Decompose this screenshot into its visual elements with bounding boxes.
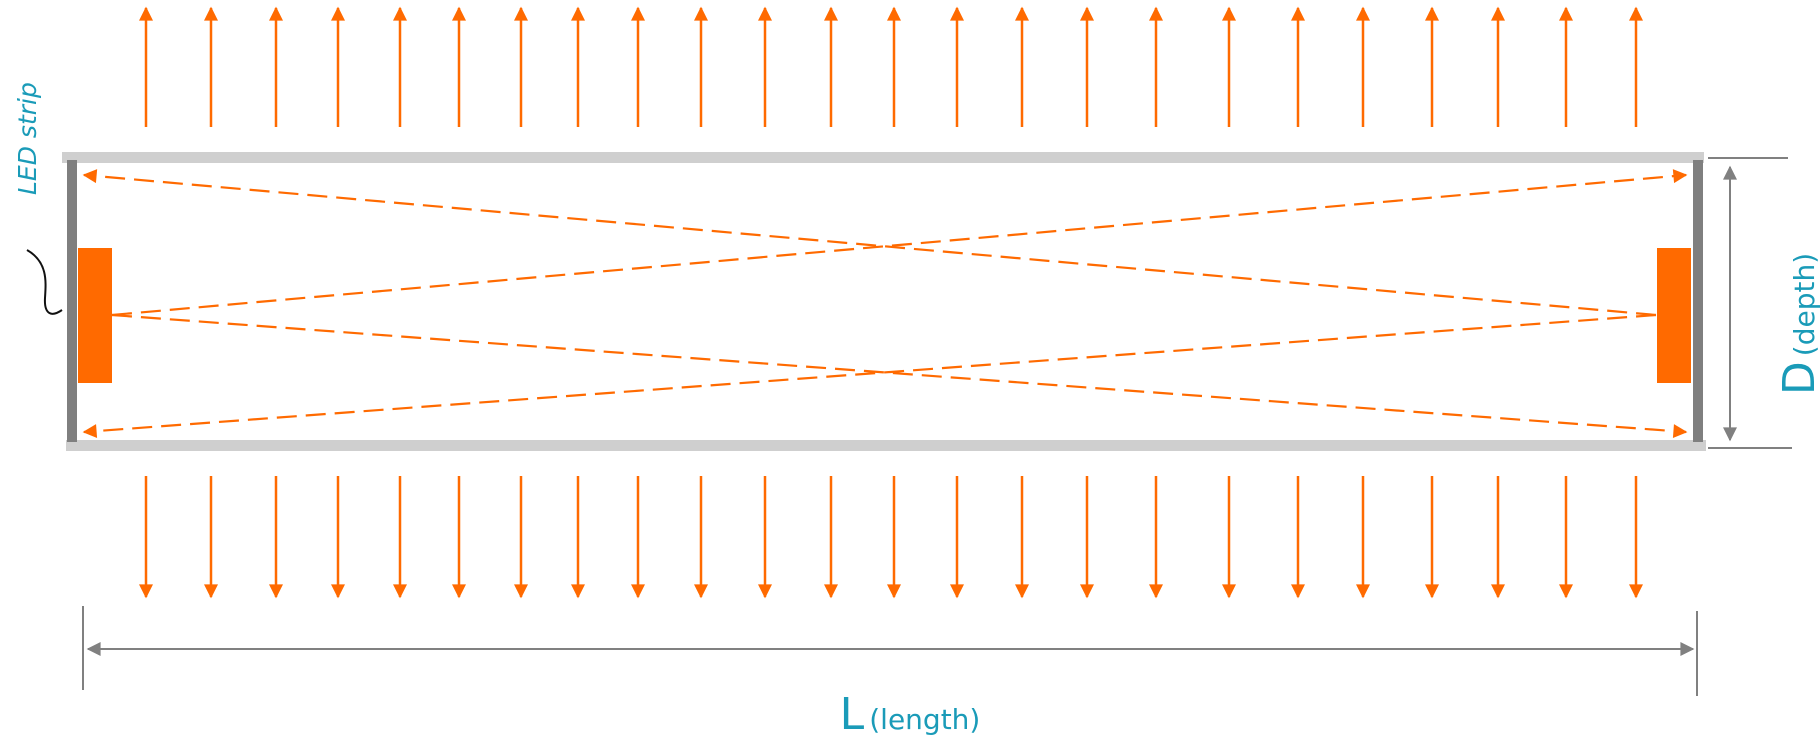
ray-left-to-right-top bbox=[111, 169, 1688, 317]
right-end-wall bbox=[1693, 160, 1703, 442]
led-strip-label: LED strip bbox=[13, 82, 42, 195]
internal-light-rays bbox=[82, 169, 1688, 439]
length-label: L (length) bbox=[700, 690, 1120, 740]
ray-right-to-left-bottom bbox=[82, 313, 1657, 439]
depth-dimension bbox=[1708, 157, 1792, 449]
led-strip-right bbox=[1657, 248, 1691, 383]
length-dimension bbox=[82, 606, 1698, 696]
length-symbol: L bbox=[839, 689, 865, 740]
light-guide-bottom-edge bbox=[66, 440, 1706, 451]
led-strip-left bbox=[78, 248, 112, 383]
depth-symbol: D bbox=[1774, 361, 1820, 396]
left-end-wall bbox=[67, 160, 77, 442]
emitted-light-arrows-bottom bbox=[139, 476, 1643, 599]
depth-label: D (depth) bbox=[1774, 224, 1820, 424]
emitted-light-arrows-top bbox=[139, 6, 1643, 127]
ray-left-to-right-bottom bbox=[111, 313, 1688, 439]
ray-right-to-left-top bbox=[82, 169, 1657, 317]
led-strip-callout-line bbox=[26, 249, 63, 315]
depth-word: (depth) bbox=[1788, 252, 1820, 357]
light-guide-top-edge bbox=[62, 152, 1704, 163]
length-word: (length) bbox=[869, 703, 981, 736]
